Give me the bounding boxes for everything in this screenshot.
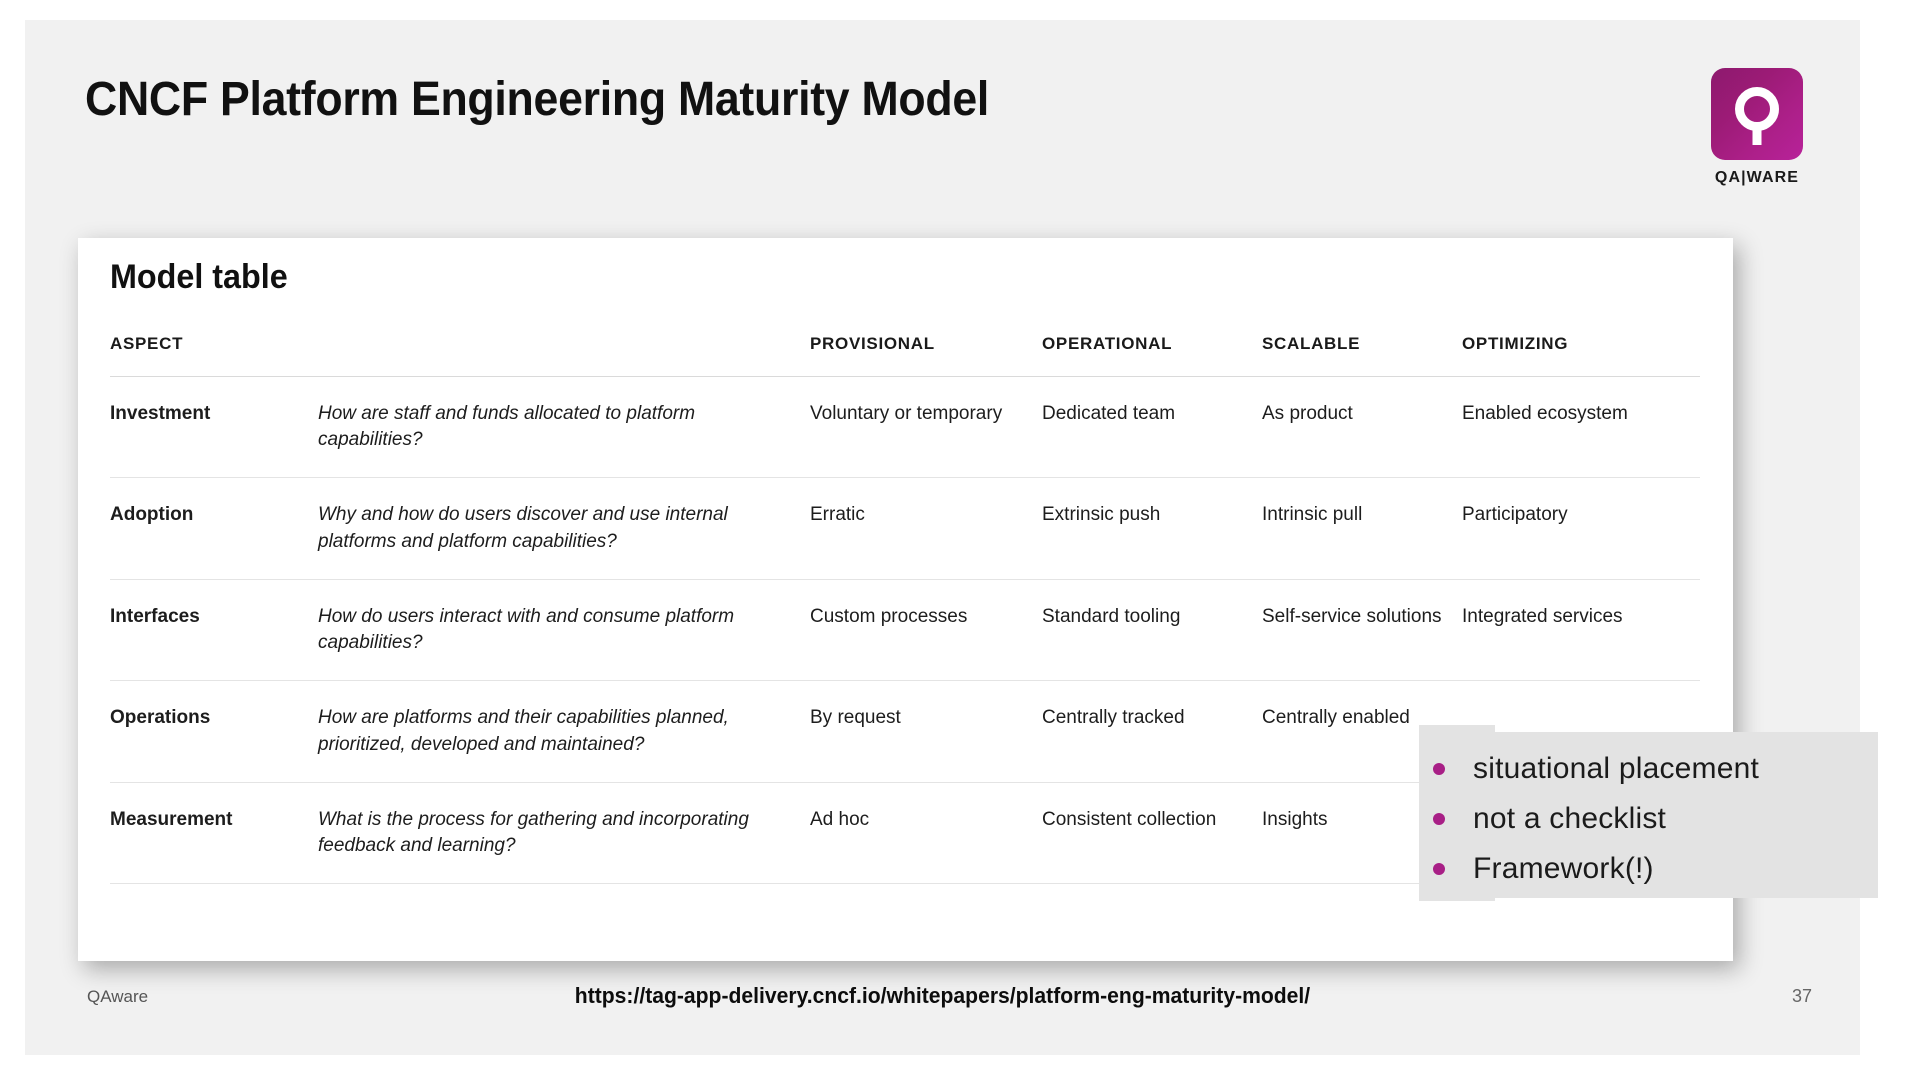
footer-brand: QAware <box>87 987 149 1006</box>
card-title: Model table <box>110 258 288 296</box>
aspect-label: Operations <box>110 707 211 729</box>
table-header-row: ASPECT PROVISIONAL OPERATIONAL SCALABLE … <box>110 334 1700 377</box>
list-item-label: situational placement <box>1473 752 1760 785</box>
list-item-label: not a checklist <box>1473 802 1667 835</box>
aspect-label: Interfaces <box>110 605 200 627</box>
cell-scalable: As product <box>1262 403 1353 424</box>
cell-operational: Standard tooling <box>1042 605 1181 627</box>
table-row: Measurement What is the process for gath… <box>110 782 1700 884</box>
aspect-label: Measurement <box>110 808 233 830</box>
callout-box: situational placement not a checklist Fr… <box>1419 732 1878 898</box>
bullet-icon <box>1433 763 1445 775</box>
callout-list: situational placement not a checklist Fr… <box>1419 732 1878 886</box>
column-header-aspect: ASPECT <box>110 334 184 353</box>
list-item: situational placement <box>1433 752 1878 786</box>
column-header-scalable: SCALABLE <box>1262 334 1361 353</box>
cell-operational: Extrinsic push <box>1042 504 1161 526</box>
qaware-wordmark: QA|WARE <box>1714 169 1800 186</box>
bullet-icon <box>1433 813 1445 825</box>
cell-scalable: Self-service solutions <box>1262 605 1442 627</box>
cell-optimizing: Participatory <box>1462 504 1568 526</box>
footer-source-link[interactable]: https://tag-app-delivery.cncf.io/whitepa… <box>574 983 1311 1008</box>
cell-operational: Consistent collection <box>1042 808 1217 830</box>
cell-provisional: Ad hoc <box>810 808 870 830</box>
aspect-question: How are staff and funds allocated to pla… <box>318 403 696 451</box>
list-item-label: Framework(!) <box>1473 852 1654 885</box>
aspect-question: How are platforms and their capabilities… <box>318 707 729 755</box>
table-row: Adoption Why and how do users discover a… <box>110 478 1700 580</box>
table-row: Interfaces How do users interact with an… <box>110 579 1700 681</box>
aspect-question: Why and how do users discover and use in… <box>318 504 728 552</box>
cell-provisional: Custom processes <box>810 605 968 627</box>
cell-provisional: Voluntary or temporary <box>810 403 1003 424</box>
cell-scalable: Intrinsic pull <box>1262 504 1363 526</box>
page-title: CNCF Platform Engineering Maturity Model <box>85 73 990 126</box>
column-header-provisional: PROVISIONAL <box>810 334 935 353</box>
cell-scalable: Insights <box>1262 808 1328 830</box>
aspect-question: What is the process for gathering and in… <box>318 808 749 856</box>
column-header-operational: OPERATIONAL <box>1042 334 1173 353</box>
aspect-question: How do users interact with and consume p… <box>318 605 735 654</box>
table-row: Operations How are platforms and their c… <box>110 681 1700 783</box>
cell-provisional: Erratic <box>810 504 865 526</box>
list-item: Framework(!) <box>1433 852 1878 886</box>
cell-optimizing: Integrated services <box>1462 605 1623 627</box>
bullet-icon <box>1433 863 1445 875</box>
aspect-label: Adoption <box>110 504 194 526</box>
aspect-label: Investment <box>110 403 211 424</box>
cell-operational: Dedicated team <box>1042 403 1176 424</box>
qaware-logo: QA|WARE <box>1692 68 1822 187</box>
table-row: Investment How are staff and funds alloc… <box>110 377 1700 478</box>
cell-optimizing: Enabled ecosystem <box>1462 403 1628 424</box>
slide-canvas: CNCF Platform Engineering Maturity Model… <box>25 20 1878 1055</box>
cell-provisional: By request <box>810 707 901 729</box>
column-header-question <box>318 334 810 377</box>
cell-scalable: Centrally enabled <box>1262 707 1410 729</box>
qaware-q-icon <box>1711 68 1803 160</box>
maturity-model-table: ASPECT PROVISIONAL OPERATIONAL SCALABLE … <box>110 334 1700 884</box>
cell-operational: Centrally tracked <box>1042 707 1185 729</box>
column-header-optimizing: OPTIMIZING <box>1462 334 1569 353</box>
list-item: not a checklist <box>1433 802 1878 836</box>
q-stem-shape <box>1752 125 1762 145</box>
page-number: 37 <box>1791 986 1812 1006</box>
